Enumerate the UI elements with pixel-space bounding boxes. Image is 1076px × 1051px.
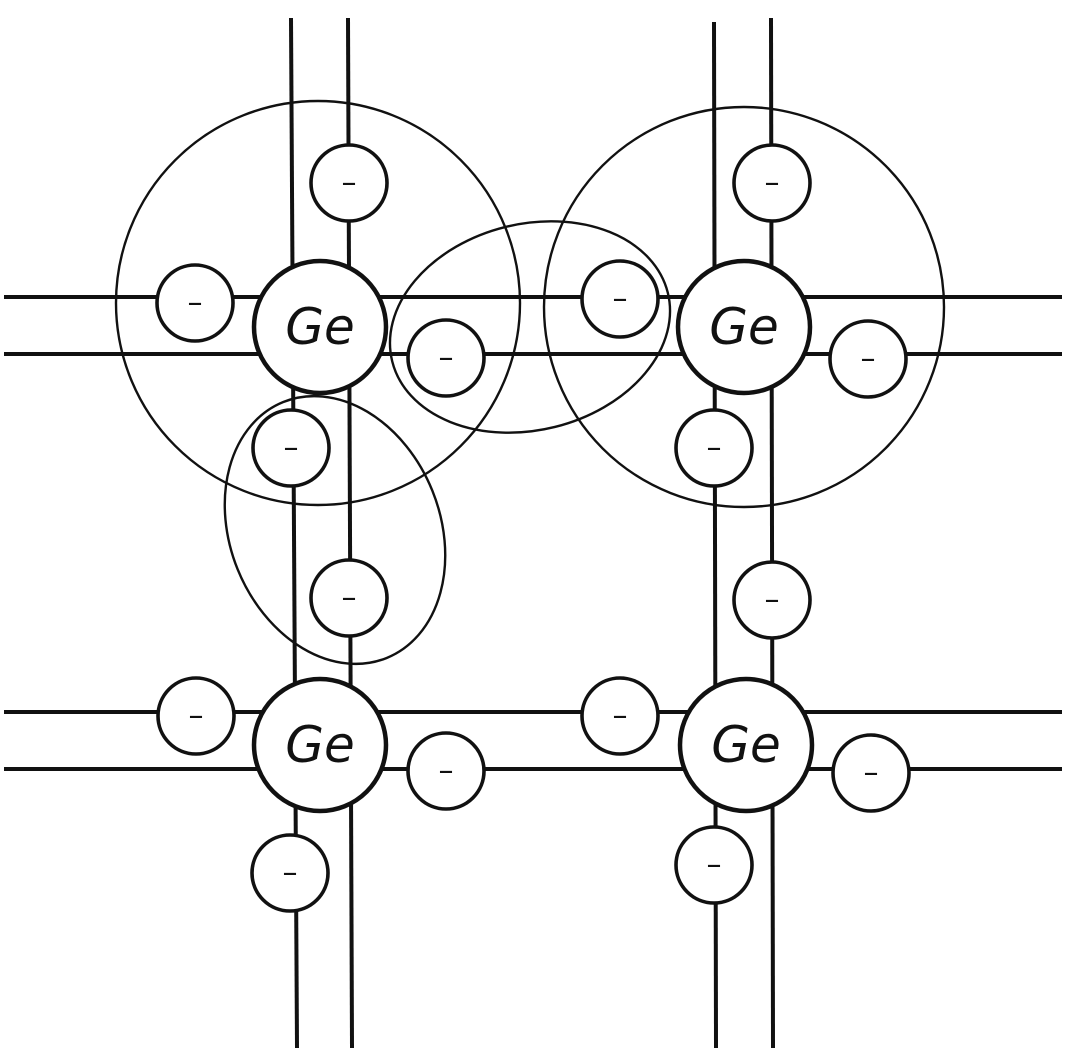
electron-sign: – — [283, 856, 298, 891]
electron-sign: – — [765, 583, 780, 618]
electrons: – – – – – – – – — [155, 143, 911, 913]
electron: – — [831, 733, 911, 813]
germanium-atom: Ge — [675, 258, 813, 396]
electron-sign: – — [284, 431, 299, 466]
atom-label: Ge — [711, 716, 781, 774]
covalent-bond-ellipse — [388, 220, 672, 434]
electron: – — [732, 560, 812, 640]
electron: – — [309, 558, 389, 638]
electron: – — [732, 143, 812, 223]
atom-orbit — [542, 105, 946, 509]
electron-sign: – — [342, 581, 357, 616]
electron: – — [309, 143, 389, 223]
electron-sign: – — [342, 166, 357, 201]
electron-sign: – — [439, 341, 454, 376]
electron: – — [828, 319, 908, 399]
electron-sign: – — [189, 699, 204, 734]
electron: – — [156, 676, 236, 756]
electron: – — [580, 676, 660, 756]
germanium-atom: Ge — [251, 676, 389, 814]
electron: – — [406, 318, 486, 398]
atom-label: Ge — [285, 298, 355, 356]
germanium-atom: Ge — [251, 258, 389, 396]
electron-sign: – — [861, 342, 876, 377]
electron: – — [251, 408, 331, 488]
electron-sign: – — [765, 166, 780, 201]
germanium-atom: Ge — [677, 676, 815, 814]
electron-sign: – — [707, 431, 722, 466]
orbits — [114, 99, 946, 666]
electron-sign: – — [439, 754, 454, 789]
electron-sign: – — [707, 848, 722, 883]
electron: – — [155, 263, 235, 343]
atoms: Ge Ge Ge Ge — [251, 258, 815, 814]
electron: – — [250, 833, 330, 913]
electron: – — [674, 408, 754, 488]
electron-sign: – — [613, 699, 628, 734]
atom-label: Ge — [709, 298, 779, 356]
atom-orbit — [114, 99, 522, 507]
electron-sign: – — [864, 756, 879, 791]
covalent-bond-ellipse — [223, 394, 447, 666]
electron: – — [674, 825, 754, 905]
electron: – — [580, 259, 660, 339]
electron: – — [406, 731, 486, 811]
atom-label: Ge — [285, 716, 355, 774]
electron-sign: – — [613, 282, 628, 317]
electron-sign: – — [188, 286, 203, 321]
